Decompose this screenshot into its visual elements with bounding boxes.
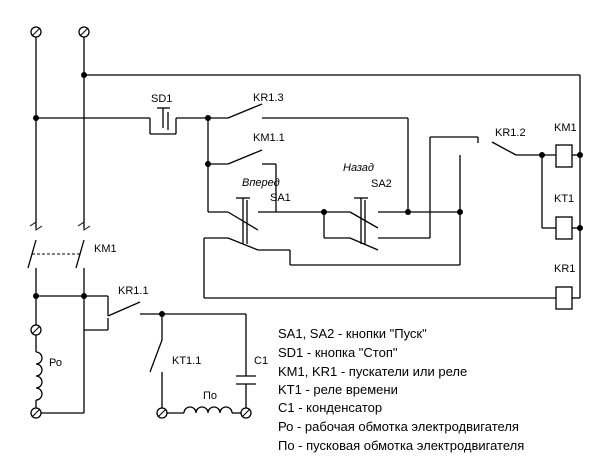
sa1-label: SA1 (270, 192, 291, 204)
coil-kt1 (541, 155, 573, 240)
legend-line: KT1 - реле времени (278, 382, 398, 397)
po-lower-label: По (203, 390, 217, 402)
c1-label: C1 (254, 355, 268, 367)
coil-km1 (555, 144, 573, 168)
working-winding-po (30, 296, 85, 419)
km1-main-contacts (27, 239, 85, 330)
kr1-3-contact (208, 103, 409, 212)
kr1-coil-label: KR1 (554, 263, 575, 275)
sa2-label: SA2 (371, 178, 392, 190)
sd1-stop-button (36, 107, 208, 135)
kt1-1-contact (149, 314, 163, 408)
supply-terminal-right (78, 26, 90, 38)
legend-line: C1 - конденсатор (278, 400, 382, 415)
legend-line: KM1, KR1 - пускатели или реле (278, 364, 467, 379)
supply-terminal-left (30, 26, 42, 38)
sa1-forward-button (204, 197, 324, 251)
capacitor-c1 (236, 314, 256, 408)
nazad-label: Назад (343, 162, 374, 174)
km1-coil-label: KM1 (554, 122, 577, 134)
kr1-2-contact (289, 137, 556, 266)
km1-1-label: KM1.1 (253, 132, 285, 144)
kt1-1-label: KT1.1 (172, 355, 201, 367)
kt1-coil-label: KT1 (554, 193, 574, 205)
kr1-2-label: KR1.2 (495, 127, 526, 139)
legend-line: По - пусковая обмотка электродвигателя (278, 438, 524, 453)
start-winding-po (156, 406, 252, 419)
sa2-reverse-button (323, 136, 478, 251)
kr1-3-label: KR1.3 (253, 92, 284, 104)
legend: SA1, SA2 - кнопки "Пуск" SD1 - кнопка "С… (278, 326, 524, 453)
vpered-label: Вперед (242, 177, 280, 189)
legend-line: SA1, SA2 - кнопки "Пуск" (278, 326, 427, 341)
supply-rails (29, 37, 91, 231)
sd1-label: SD1 (151, 93, 172, 105)
po-upper-label: Ро (49, 357, 62, 369)
kr1-1-label: KR1.1 (118, 285, 149, 297)
km1-main-label: KM1 (94, 243, 117, 255)
coil-kr1 (203, 238, 573, 310)
legend-line: Ро - рабочая обмотка электродвигателя (278, 419, 519, 434)
control-bus-top (84, 74, 581, 299)
kr1-1-power-contact (36, 295, 246, 331)
legend-line: SD1 - кнопка "Стоп" (278, 345, 398, 360)
